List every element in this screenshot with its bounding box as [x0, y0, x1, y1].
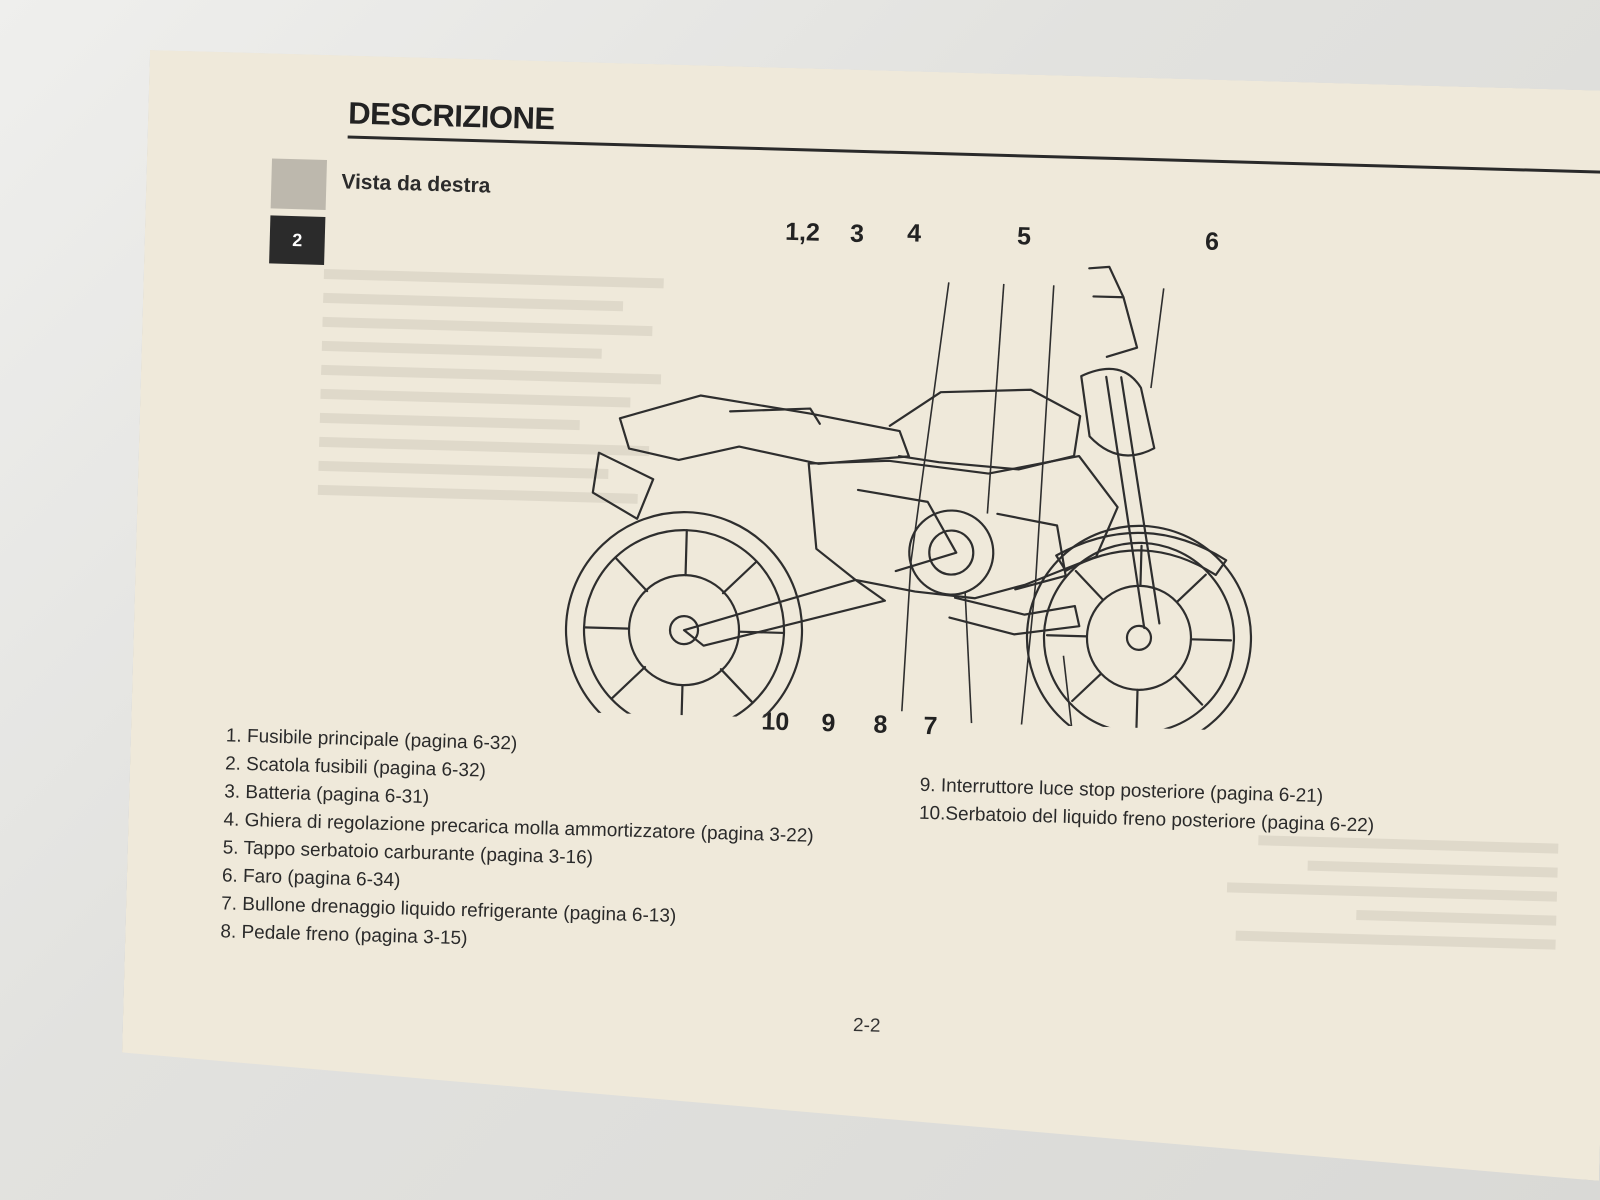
rear-wheel-drawing [563, 509, 805, 732]
callout-4: 4 [906, 219, 922, 248]
parts-list-right: 9. Interruttore luce stop posteriore (pa… [919, 772, 1376, 841]
callout-3: 3 [849, 219, 865, 249]
parts-list-left: 1. Fusibile principale (pagina 6-32) 2. … [220, 722, 816, 962]
heading-rule [348, 136, 1600, 175]
chapter-tab-shade [271, 158, 327, 210]
callout-5: 5 [1016, 222, 1032, 251]
callout-6: 6 [1204, 227, 1220, 256]
page-number: 2-2 [852, 1015, 881, 1037]
front-wheel-drawing [1024, 523, 1254, 732]
bleed-through-text-right [1203, 820, 1569, 1050]
callout-leader-lines [902, 281, 1285, 731]
manual-page: DESCRIZIONE 2 Vista da destra 1,2 3 4 5 … [120, 50, 1600, 1181]
page-heading: DESCRIZIONE [347, 95, 556, 137]
chapter-tab: 2 [269, 215, 325, 265]
motorcycle-illustration [552, 242, 1285, 732]
callout-1-2: 1,2 [784, 217, 821, 247]
section-subheading: Vista da destra [341, 170, 491, 198]
